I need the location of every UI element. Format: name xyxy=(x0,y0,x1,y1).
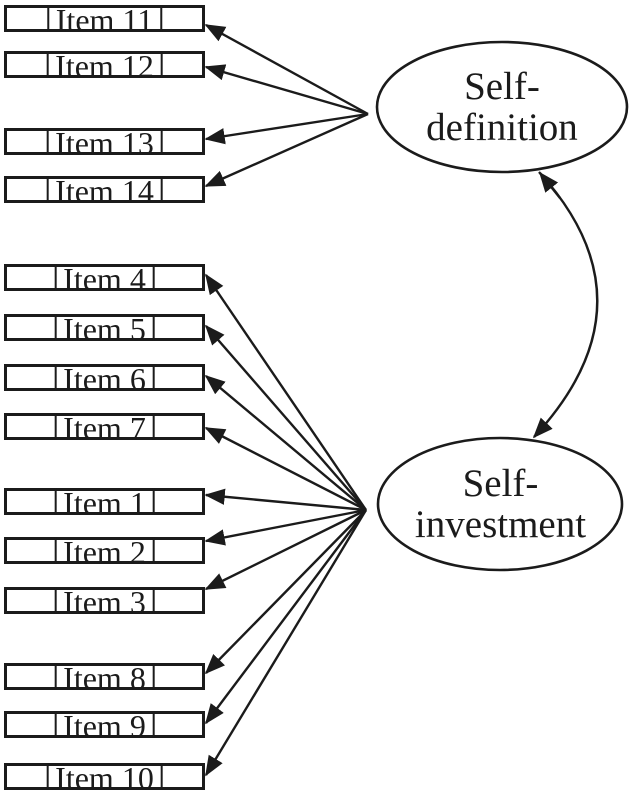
latent-label-self-definition: Self- definition xyxy=(378,44,626,170)
item-label: Item 10 xyxy=(46,762,163,794)
item-label: Item 2 xyxy=(54,536,155,568)
loading-arrows-self-definition xyxy=(204,23,369,188)
item-box-1: Item 1 xyxy=(4,487,205,519)
latent-label-line: Self- xyxy=(464,65,540,108)
item-box-11: Item 11 xyxy=(4,4,205,36)
latent-label-line: definition xyxy=(426,106,578,149)
latent-label-line: investment xyxy=(414,503,587,546)
latent-ellipse-self-investment xyxy=(376,436,624,572)
item-label: Item 8 xyxy=(54,662,155,694)
item-box-9: Item 9 xyxy=(4,710,205,742)
item-label: Item 4 xyxy=(54,263,155,295)
item-label: Item 5 xyxy=(54,313,155,345)
item-box-7: Item 7 xyxy=(4,412,205,444)
correlation-arrow xyxy=(532,171,599,439)
item-label: Item 1 xyxy=(54,487,155,519)
item-box-12: Item 12 xyxy=(4,50,205,82)
item-box-2: Item 2 xyxy=(4,536,205,568)
item-label: Item 6 xyxy=(54,363,155,395)
item-box-8: Item 8 xyxy=(4,662,205,694)
latent-label-self-investment: Self- investment xyxy=(378,440,623,568)
item-label: Item 12 xyxy=(46,50,163,82)
item-box-6: Item 6 xyxy=(4,363,205,395)
item-box-14: Item 14 xyxy=(4,175,205,207)
item-label: Item 11 xyxy=(46,4,163,36)
latent-ellipse-self-definition xyxy=(375,40,629,174)
item-label: Item 7 xyxy=(54,412,155,444)
item-box-4: Item 4 xyxy=(4,263,205,295)
item-box-13: Item 13 xyxy=(4,127,205,159)
item-box-5: Item 5 xyxy=(4,313,205,345)
loading-arrows-self-investment xyxy=(204,273,368,777)
item-box-3: Item 3 xyxy=(4,586,205,618)
item-label: Item 9 xyxy=(54,710,155,742)
item-label: Item 13 xyxy=(46,127,163,159)
item-label: Item 14 xyxy=(46,175,163,207)
item-label: Item 3 xyxy=(54,586,155,618)
latent-label-line: Self- xyxy=(462,462,539,505)
item-box-10: Item 10 xyxy=(4,762,205,794)
